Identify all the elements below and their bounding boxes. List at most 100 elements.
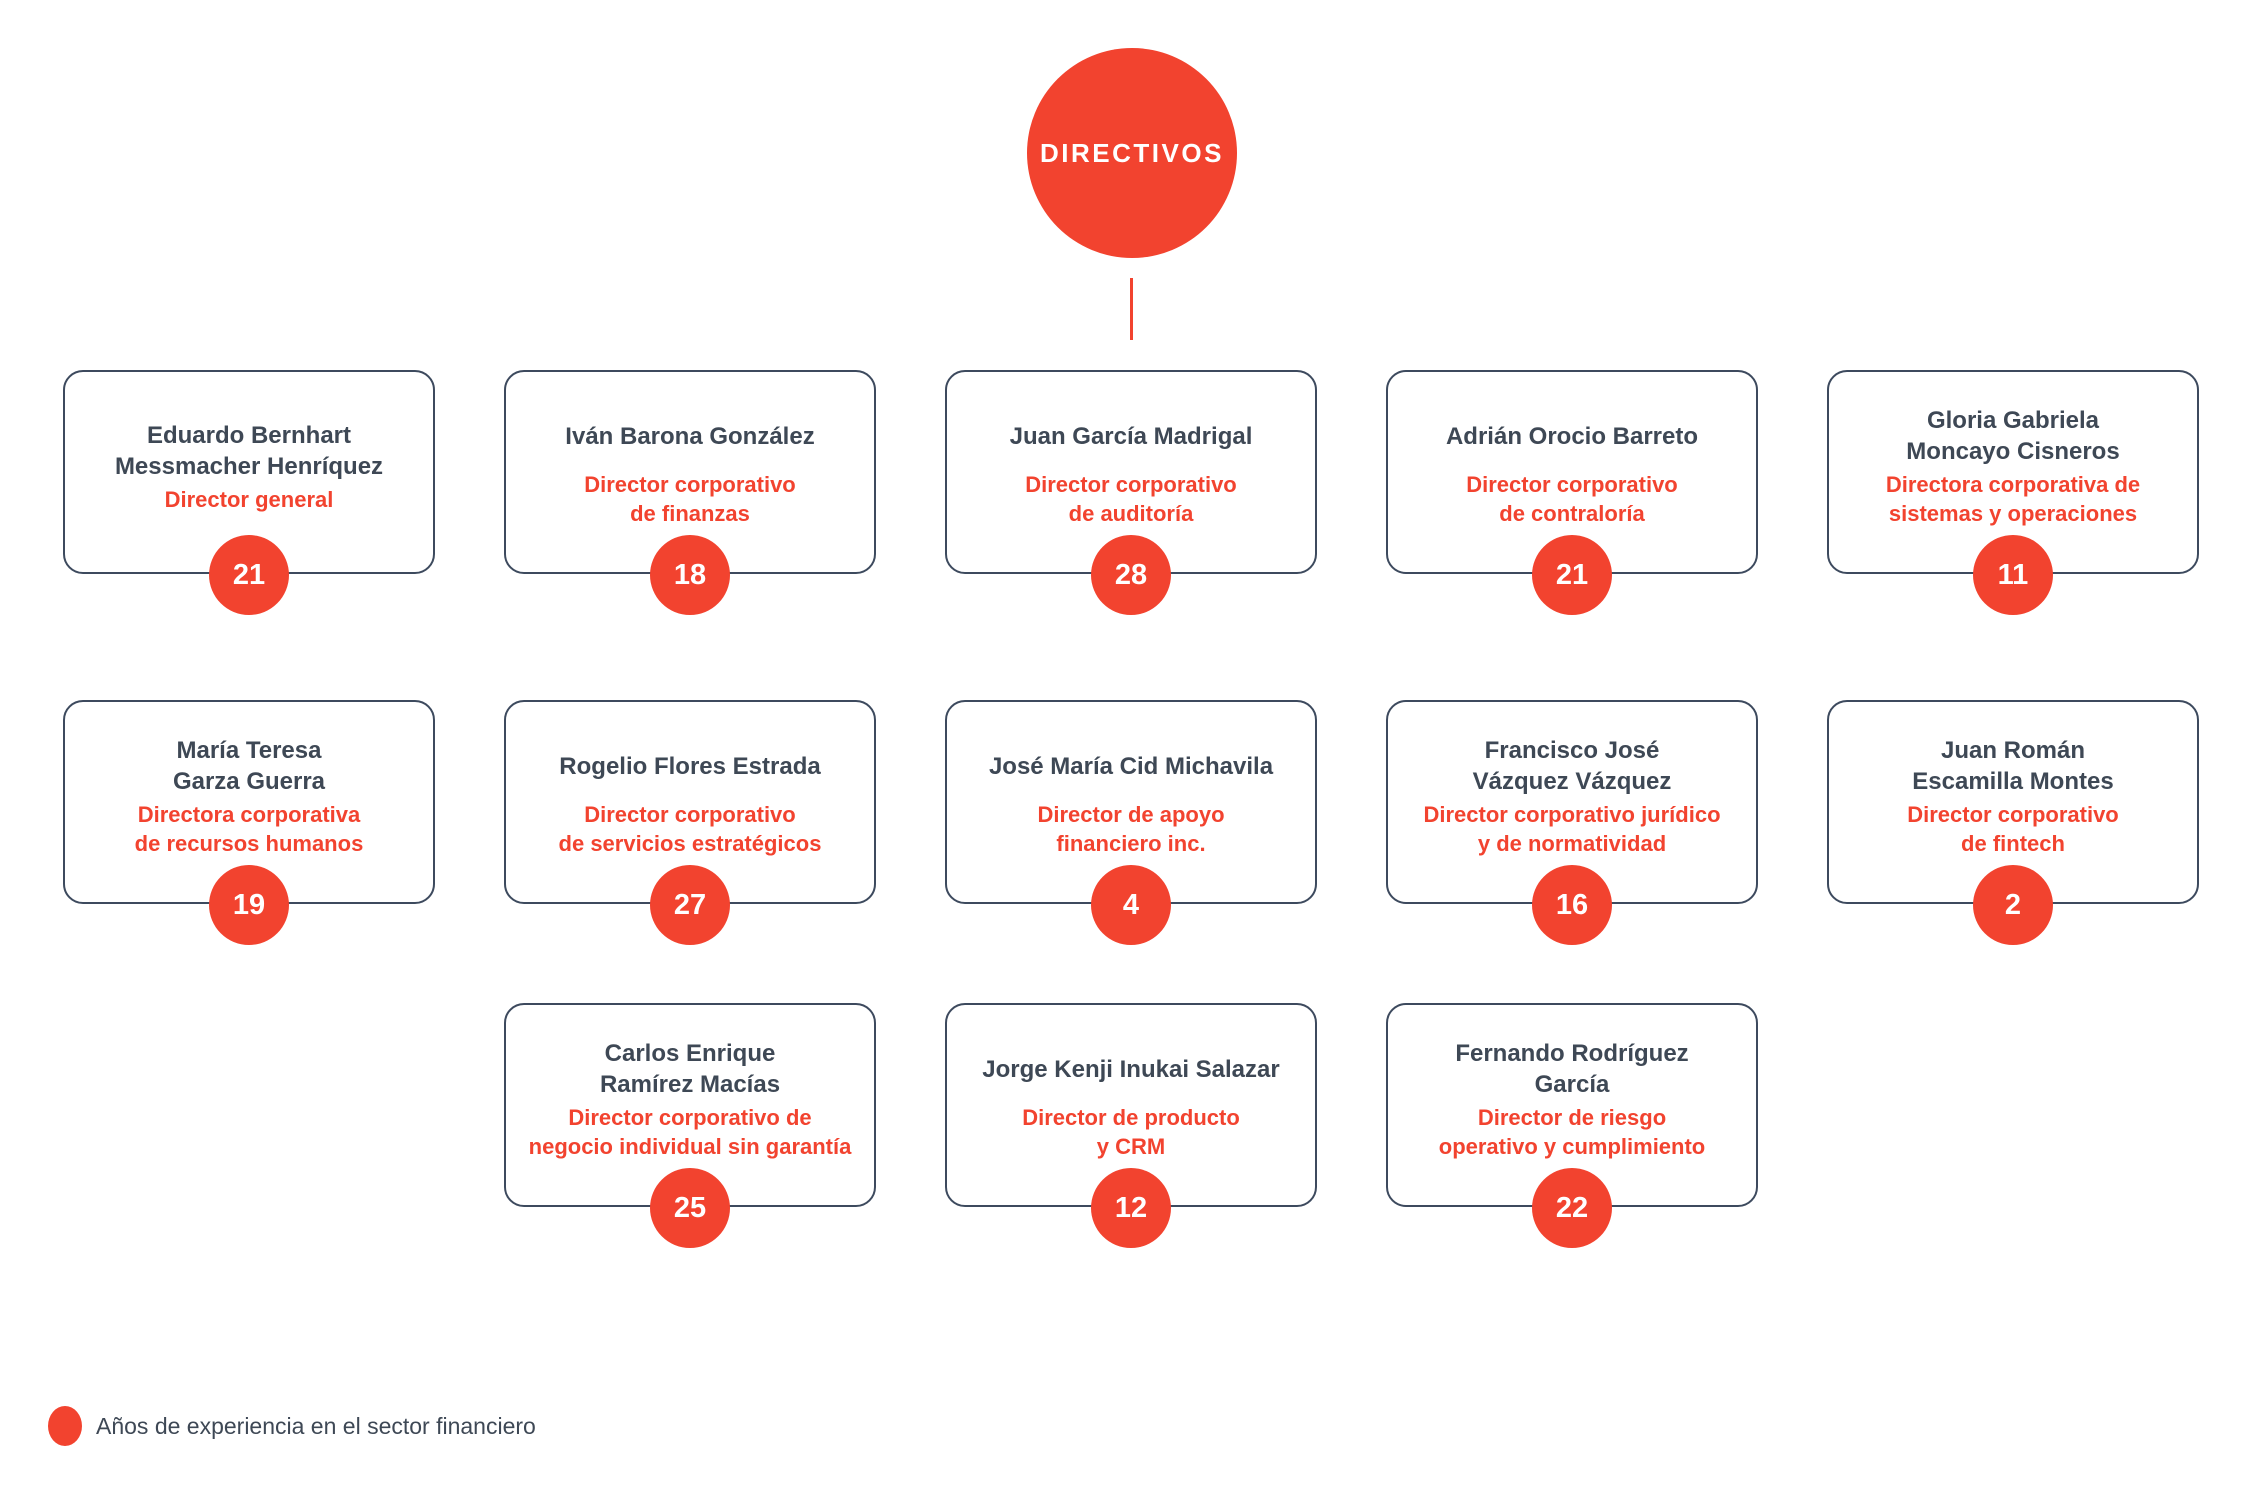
director-name-line: Rogelio Flores Estrada: [559, 752, 821, 780]
director-title-line: sistemas y operaciones: [1888, 501, 2138, 526]
years-experience-badge: 2: [1973, 865, 2053, 945]
director-title-line: Director corporativo: [584, 472, 796, 497]
director-name: Juan García Madrigal: [1010, 404, 1253, 468]
director-name-line: Escamilla Montes: [1912, 768, 2114, 795]
director-name-line: Eduardo Bernhart: [146, 421, 351, 449]
director-title-line: Director de producto: [1022, 1105, 1240, 1130]
director-name: Adrián Orocio Barreto: [1446, 404, 1698, 468]
director-title-line: Director corporativo: [584, 802, 796, 827]
director-title-line: Director de apoyo: [1037, 802, 1225, 827]
years-experience-badge: 12: [1091, 1168, 1171, 1248]
director-title: Director corporativo de auditoría: [1025, 470, 1237, 528]
director-name-line: Moncayo Cisneros: [1906, 438, 2120, 465]
director-title-line: Director corporativo de: [568, 1105, 812, 1130]
years-experience-badge: 27: [650, 865, 730, 945]
director-title-line: de finanzas: [630, 501, 750, 526]
director-name-line: Fernando Rodríguez: [1455, 1040, 1689, 1067]
director-name-line: Garza Guerra: [172, 768, 326, 795]
director-title-line: negocio individual sin garantía: [528, 1134, 852, 1159]
director-name-line: Adrián Orocio Barreto: [1445, 422, 1699, 450]
director-title: Director corporativo de servicios estraté…: [559, 800, 822, 858]
director-title-line: de fintech: [1961, 831, 2065, 856]
director-name: Jorge Kenji Inukai Salazar: [982, 1037, 1279, 1101]
years-experience-badge: 21: [209, 535, 289, 615]
director-title-line: Directora corporativa: [137, 802, 361, 827]
director-title: Director corporativo jurídico y de normat…: [1423, 800, 1720, 858]
director-title: Director corporativo de negocio individua…: [529, 1103, 852, 1161]
director-title-line: Director de riesgo: [1477, 1105, 1667, 1130]
director-name-line: Gloria Gabriela: [1926, 407, 2100, 434]
years-experience-badge: 18: [650, 535, 730, 615]
director-name-line: Carlos Enrique: [604, 1040, 776, 1067]
director-title-line: operativo y cumplimiento: [1438, 1134, 1706, 1159]
director-title-line: de servicios estratégicos: [558, 831, 822, 856]
director-name: Iván Barona González: [565, 404, 814, 468]
legend-dot-icon: [48, 1406, 82, 1446]
director-name-line: Juan Román: [1940, 737, 2085, 764]
director-title-line: Director corporativo: [1466, 472, 1678, 497]
director-title: Directora corporativa de sistemas y opera…: [1886, 470, 2140, 528]
legend-label: Años de experiencia en el sector financi…: [96, 1412, 536, 1439]
director-title-line: de contraloría: [1499, 501, 1645, 526]
director-title: Director corporativo de contraloría: [1466, 470, 1678, 528]
director-title: Director de producto y CRM: [1022, 1103, 1240, 1161]
director-name-line: Vázquez Vázquez: [1472, 768, 1672, 795]
director-title-line: Director corporativo jurídico: [1423, 802, 1721, 827]
years-experience-badge: 11: [1973, 535, 2053, 615]
director-name-line: María Teresa: [176, 737, 322, 764]
director-title-line: Directora corporativa de: [1885, 472, 2141, 497]
directivos-root-node: DIRECTIVOS: [1027, 48, 1237, 258]
director-title: Director corporativo de fintech: [1907, 800, 2119, 858]
director-name-line: Jorge Kenji Inukai Salazar: [982, 1055, 1280, 1083]
root-connector-line: [1130, 278, 1133, 340]
director-name-line: García: [1534, 1071, 1610, 1098]
director-title-line: y CRM: [1096, 1134, 1166, 1159]
years-experience-badge: 4: [1091, 865, 1171, 945]
director-name: Rogelio Flores Estrada: [559, 734, 820, 798]
director-title: Director corporativo de finanzas: [584, 470, 796, 528]
years-experience-badge: 25: [650, 1168, 730, 1248]
director-title: Director de apoyo financiero inc.: [1037, 800, 1224, 858]
years-experience-badge: 28: [1091, 535, 1171, 615]
years-experience-badge: 21: [1532, 535, 1612, 615]
director-title-line: de auditoría: [1068, 501, 1194, 526]
director-name-line: Ramírez Macías: [599, 1071, 781, 1098]
years-experience-badge: 19: [209, 865, 289, 945]
director-name-line: Francisco José: [1484, 737, 1660, 764]
director-title: Directora corporativa de recursos humanos: [135, 800, 364, 858]
years-experience-badge: 16: [1532, 865, 1612, 945]
director-name-line: José María Cid Michavila: [988, 752, 1274, 780]
director-name-line: Iván Barona González: [565, 422, 815, 450]
years-experience-badge: 22: [1532, 1168, 1612, 1248]
director-name-line: Juan García Madrigal: [1009, 422, 1253, 450]
director-title-line: Director general: [164, 486, 334, 512]
experience-legend: Años de experiencia en el sector financi…: [48, 1406, 536, 1446]
director-title-line: y de normatividad: [1477, 831, 1667, 856]
director-title-line: financiero inc.: [1056, 831, 1206, 856]
director-title-line: de recursos humanos: [134, 831, 364, 856]
director-name-line: Messmacher Henríquez: [114, 452, 384, 480]
director-title-line: Director corporativo: [1907, 802, 2119, 827]
director-title-line: Director corporativo: [1025, 472, 1237, 497]
director-title: Director general: [165, 485, 334, 514]
root-title: DIRECTIVOS: [1040, 137, 1224, 168]
